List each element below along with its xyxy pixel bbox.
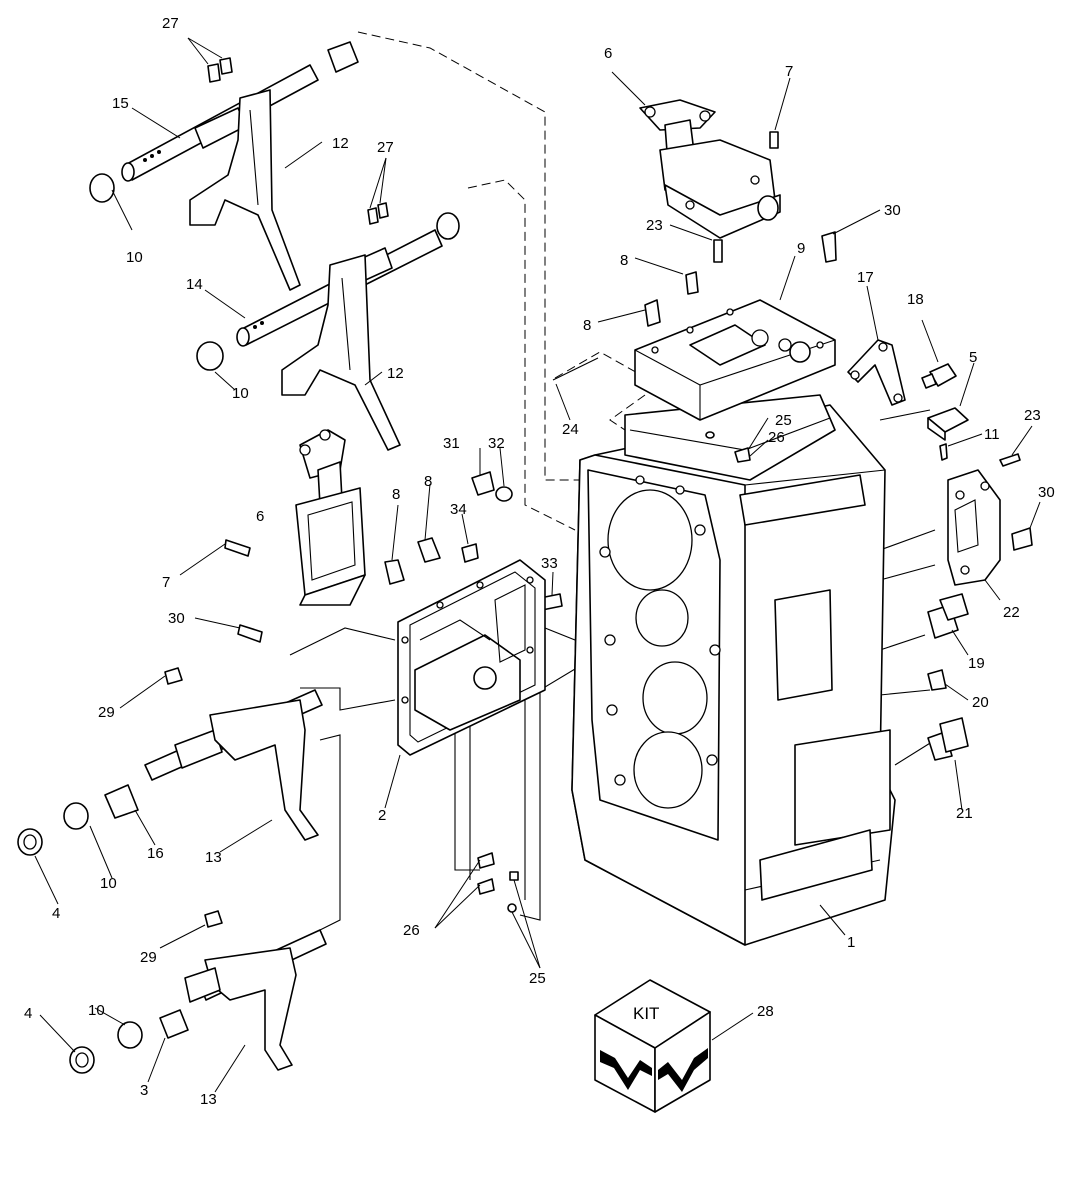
- callout-10-middle: 10: [232, 385, 249, 402]
- plug-small: [927, 669, 947, 691]
- callout-27-upper: 27: [162, 15, 179, 32]
- leader-lines: [34, 37, 1041, 1093]
- small-pins-top: [552, 357, 751, 463]
- callout-12-upper: 12: [332, 135, 349, 152]
- callout-16: 16: [147, 845, 164, 862]
- callout-22: 22: [1003, 604, 1020, 621]
- callout-13-lower: 13: [200, 1091, 217, 1108]
- callout-5: 5: [969, 349, 977, 366]
- callout-2: 2: [378, 807, 386, 824]
- spacers: [104, 784, 189, 1039]
- shift-fork-upper: [189, 89, 301, 291]
- callout-32: 32: [488, 435, 505, 452]
- callout-labels: 1 2 3 4 4 5 6 6 7 7 8 8 8 8 9 10 10 10 1…: [24, 15, 1055, 1108]
- callout-15: 15: [112, 95, 129, 112]
- side-cover: [947, 469, 1001, 586]
- detent-block: [927, 407, 969, 441]
- callout-30-top: 30: [884, 202, 901, 219]
- callout-10-top: 10: [126, 249, 143, 266]
- callout-34: 34: [450, 501, 467, 518]
- shift-fork-lower-2: [184, 929, 327, 1071]
- plug-drain: [927, 717, 969, 761]
- shift-fork-lower-1: [144, 689, 323, 841]
- callout-8-plate-right: 8: [424, 473, 432, 490]
- callout-8-cover: 8: [583, 317, 591, 334]
- callout-23-upper: 23: [646, 217, 663, 234]
- callout-11: 11: [984, 426, 1000, 443]
- callout-1: 1: [847, 934, 855, 951]
- callout-26-lower: 26: [403, 922, 420, 939]
- callout-4-lower: 4: [24, 1005, 32, 1022]
- callout-12-lower: 12: [387, 365, 404, 382]
- callout-8-plate-left: 8: [392, 486, 400, 503]
- callout-18: 18: [907, 291, 924, 308]
- transmission-housing: [571, 394, 896, 946]
- callout-27-lower: 27: [377, 139, 394, 156]
- shift-tower-lower: [295, 429, 366, 606]
- assembly-guide-lines: [289, 31, 936, 931]
- callout-31: 31: [443, 435, 460, 452]
- bolts: [224, 131, 1033, 643]
- plug-large: [927, 593, 969, 639]
- callout-20: 20: [972, 694, 989, 711]
- callout-25-lower: 25: [529, 970, 546, 987]
- callout-19: 19: [968, 655, 985, 672]
- callout-24: 24: [562, 421, 579, 438]
- rings: [17, 828, 95, 1074]
- callout-7-upper: 7: [785, 63, 793, 80]
- detent-springs: [207, 57, 389, 225]
- callout-25-upper: 25: [775, 412, 792, 429]
- shift-rail-upper: [121, 64, 319, 182]
- callout-6-lower: 6: [256, 508, 264, 525]
- callout-14: 14: [186, 276, 203, 293]
- callout-30-side: 30: [1038, 484, 1055, 501]
- callout-26-upper: 26: [768, 429, 785, 446]
- callout-7-lower: 7: [162, 574, 170, 591]
- callout-4-upper: 4: [52, 905, 60, 922]
- callout-10-lower: 10: [100, 875, 117, 892]
- callout-9: 9: [797, 240, 805, 257]
- callout-3: 3: [140, 1082, 148, 1099]
- callout-10-bottom: 10: [88, 1002, 105, 1019]
- shift-fork-middle: [281, 254, 401, 451]
- callout-21: 21: [956, 805, 973, 822]
- callout-30-left: 30: [168, 610, 185, 627]
- breather-fitting: [921, 363, 957, 389]
- callout-29-upper: 29: [98, 704, 115, 721]
- shift-tower-upper: [639, 99, 781, 239]
- callout-13-upper: 13: [205, 849, 222, 866]
- lock-pins: [164, 667, 223, 928]
- callout-8-top: 8: [620, 252, 628, 269]
- callout-28: 28: [757, 1003, 774, 1020]
- kit-label: KIT: [633, 1004, 659, 1023]
- callout-33: 33: [541, 555, 558, 572]
- dowel-pin-upper: [713, 239, 723, 263]
- side-plate-gasket: [397, 559, 546, 756]
- small-pins-bottom: [477, 852, 519, 913]
- top-cover-plate: [634, 299, 836, 421]
- small-screw: [939, 443, 948, 461]
- dowel-pin-side: [999, 453, 1021, 467]
- callout-23-side: 23: [1024, 407, 1041, 424]
- callout-6-upper: 6: [604, 45, 612, 62]
- callout-17: 17: [857, 269, 874, 286]
- bushings: [63, 41, 460, 1049]
- callout-29-lower: 29: [140, 949, 157, 966]
- selector-lever: [847, 339, 906, 406]
- kit-box-icon: [594, 979, 711, 1113]
